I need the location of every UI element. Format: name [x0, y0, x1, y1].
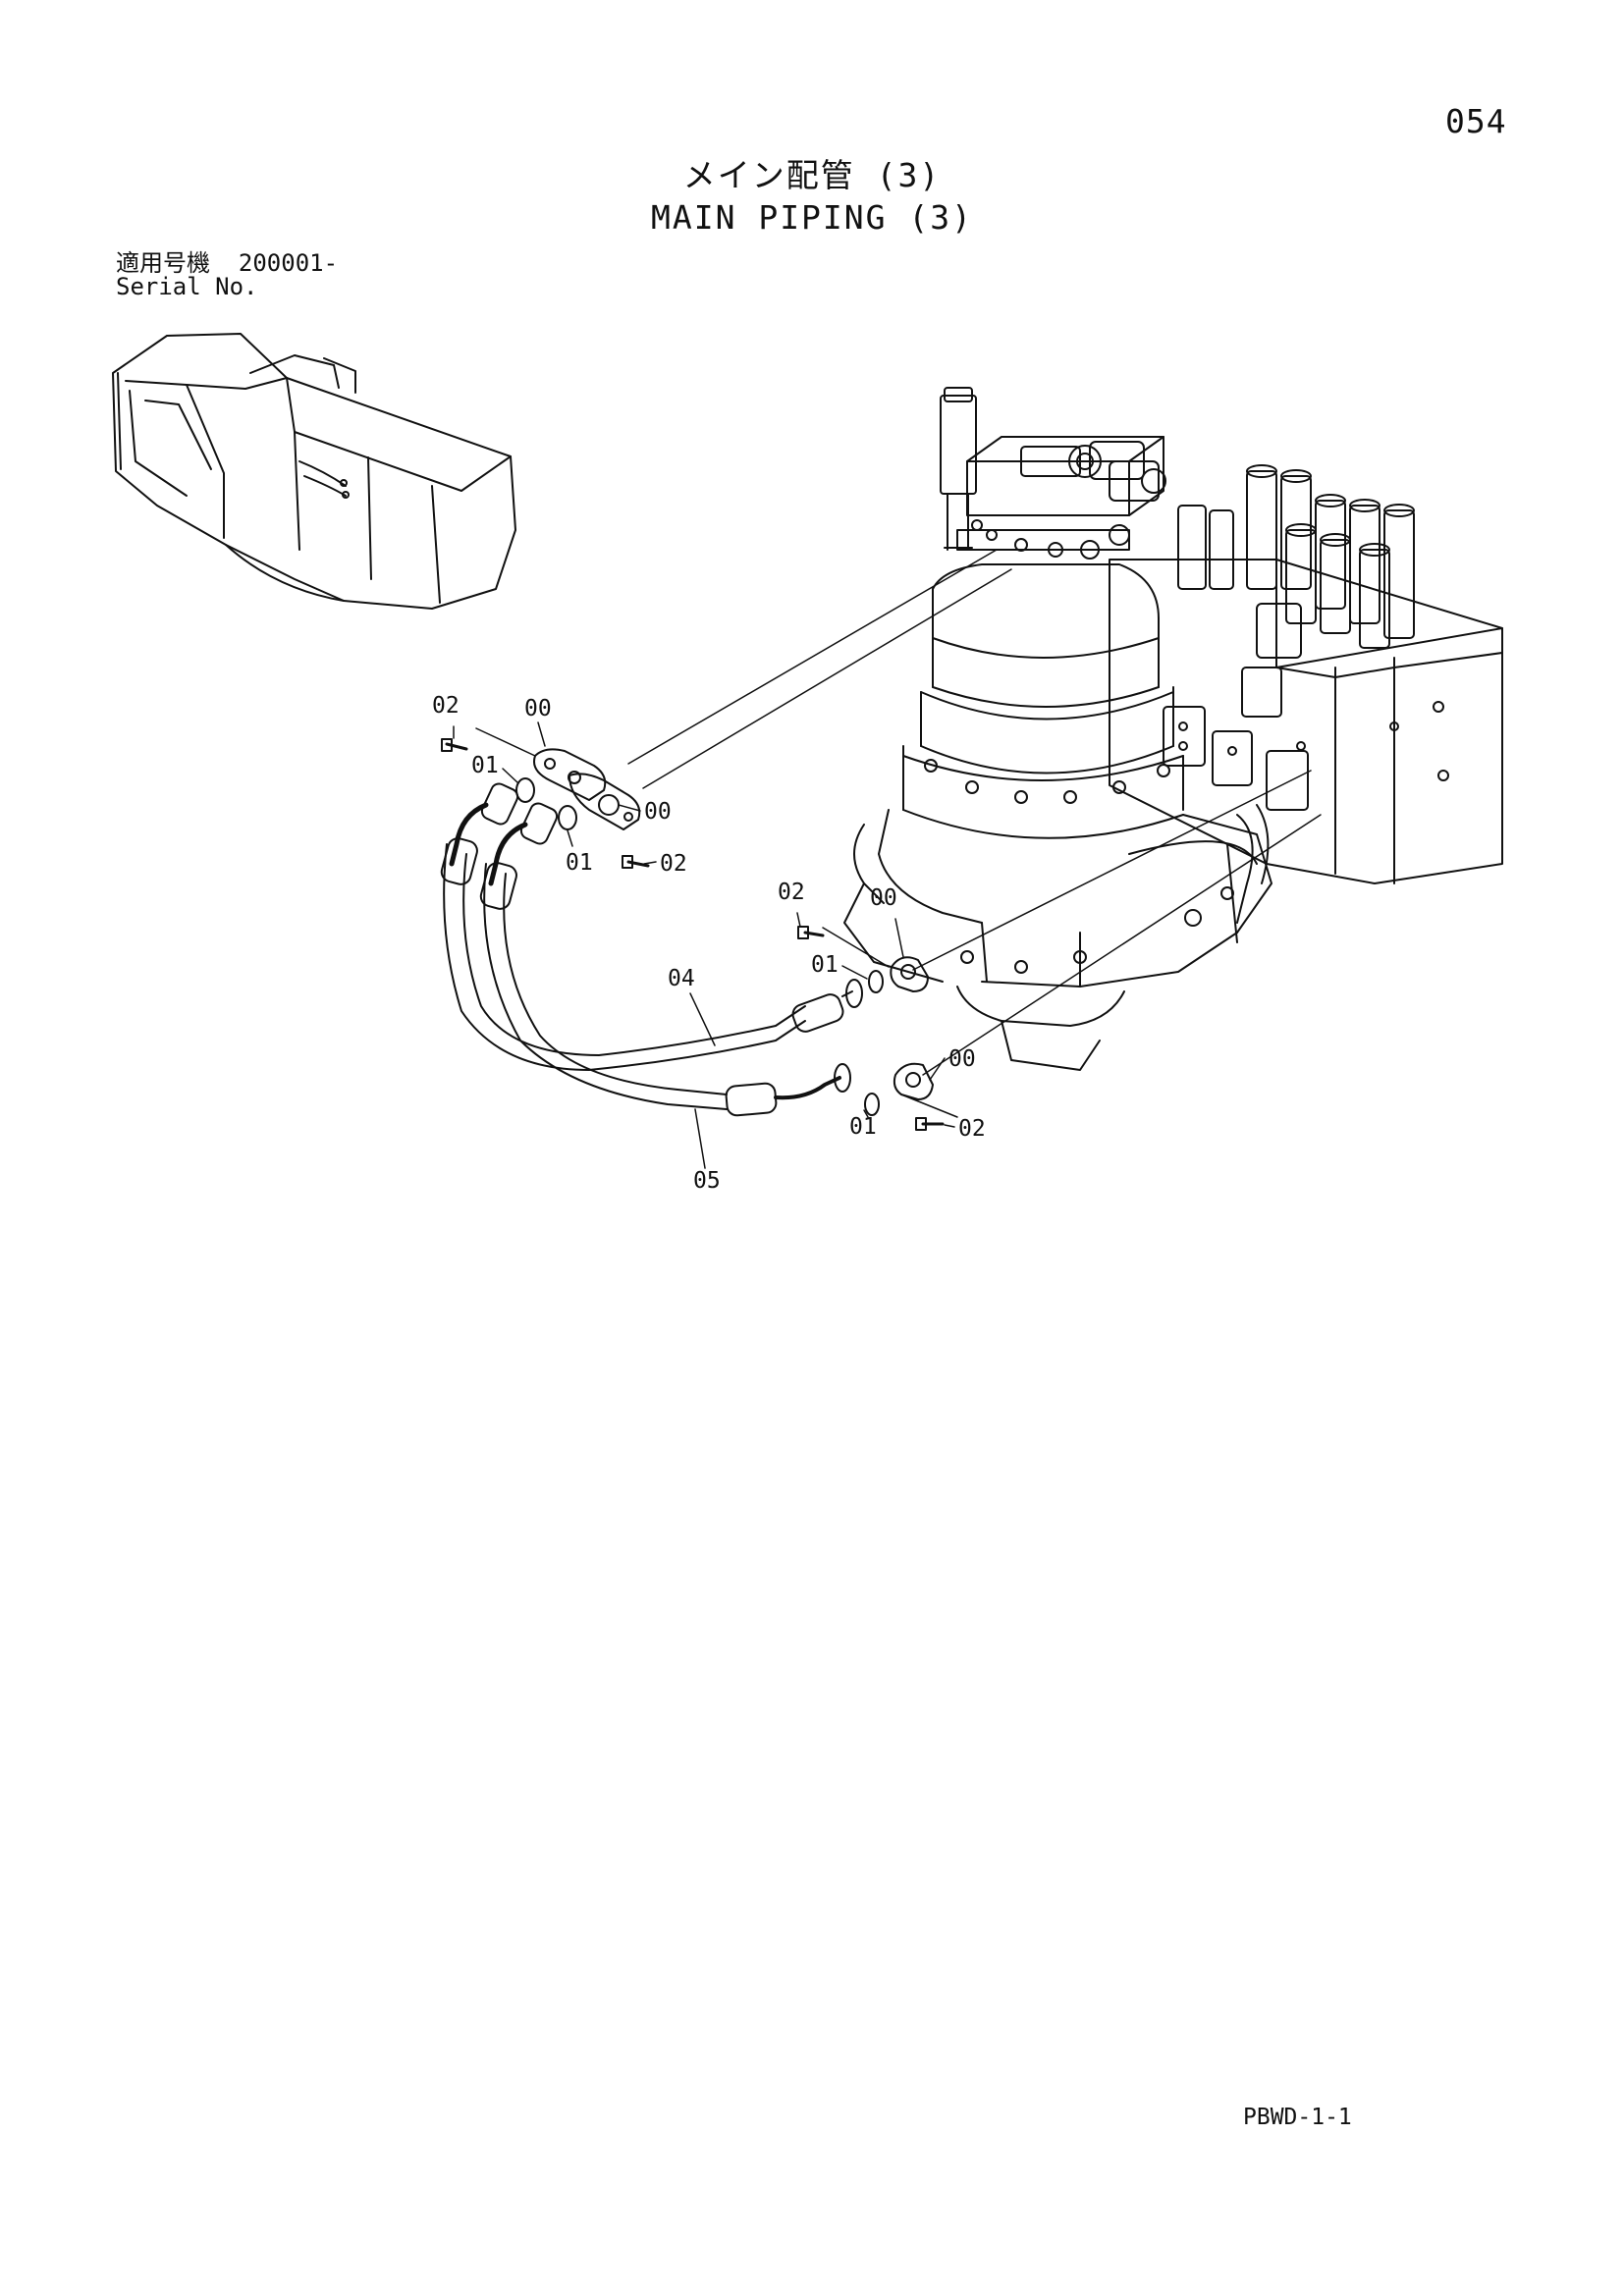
callout-bolt-2: 02 [660, 851, 687, 877]
callout-oring-3: 01 [811, 952, 839, 978]
callout-hose-04: 04 [668, 966, 695, 991]
callout-flange-4: 00 [948, 1046, 976, 1072]
serial-row-jp: 適用号機 200001- [116, 251, 338, 275]
assembly-leader-lines [627, 549, 1322, 1076]
callout-flange-3: 00 [870, 885, 897, 911]
callout-bolt-3: 02 [778, 880, 805, 905]
page-title-japanese: メイン配管 (3) [682, 156, 942, 194]
page-number: 054 [1445, 102, 1507, 140]
document-code: PBWD-1-1 [1243, 2105, 1352, 2130]
callout-bolt-1: 02 [432, 693, 460, 719]
callout-flange-2: 00 [644, 799, 672, 825]
control-valve-illustration [1109, 464, 1503, 924]
serial-label-en: Serial No. [116, 273, 258, 300]
callout-oring-4: 01 [849, 1114, 877, 1140]
fittings-illustration [441, 738, 945, 1131]
callout-hose-05: 05 [693, 1168, 721, 1194]
serial-label-jp: 適用号機 [116, 249, 210, 277]
callout-leader-lines [453, 721, 958, 1169]
callout-bolt-4: 02 [958, 1116, 986, 1142]
callouts: 02 00 01 00 01 02 02 00 01 04 00 01 02 0… [432, 693, 986, 1194]
callout-oring-1: 01 [471, 753, 499, 778]
callout-oring-2: 01 [566, 850, 593, 876]
swing-motor-illustration [843, 387, 1272, 1071]
machine-overview-illustration [112, 333, 516, 610]
hose-assembly-illustration [440, 782, 863, 1117]
page-title: MAIN PIPING (3) [650, 198, 973, 237]
serial-value: 200001- [238, 249, 339, 277]
callout-flange-1: 00 [524, 696, 552, 721]
serial-block: 適用号機 200001- Serial No. [116, 251, 338, 298]
